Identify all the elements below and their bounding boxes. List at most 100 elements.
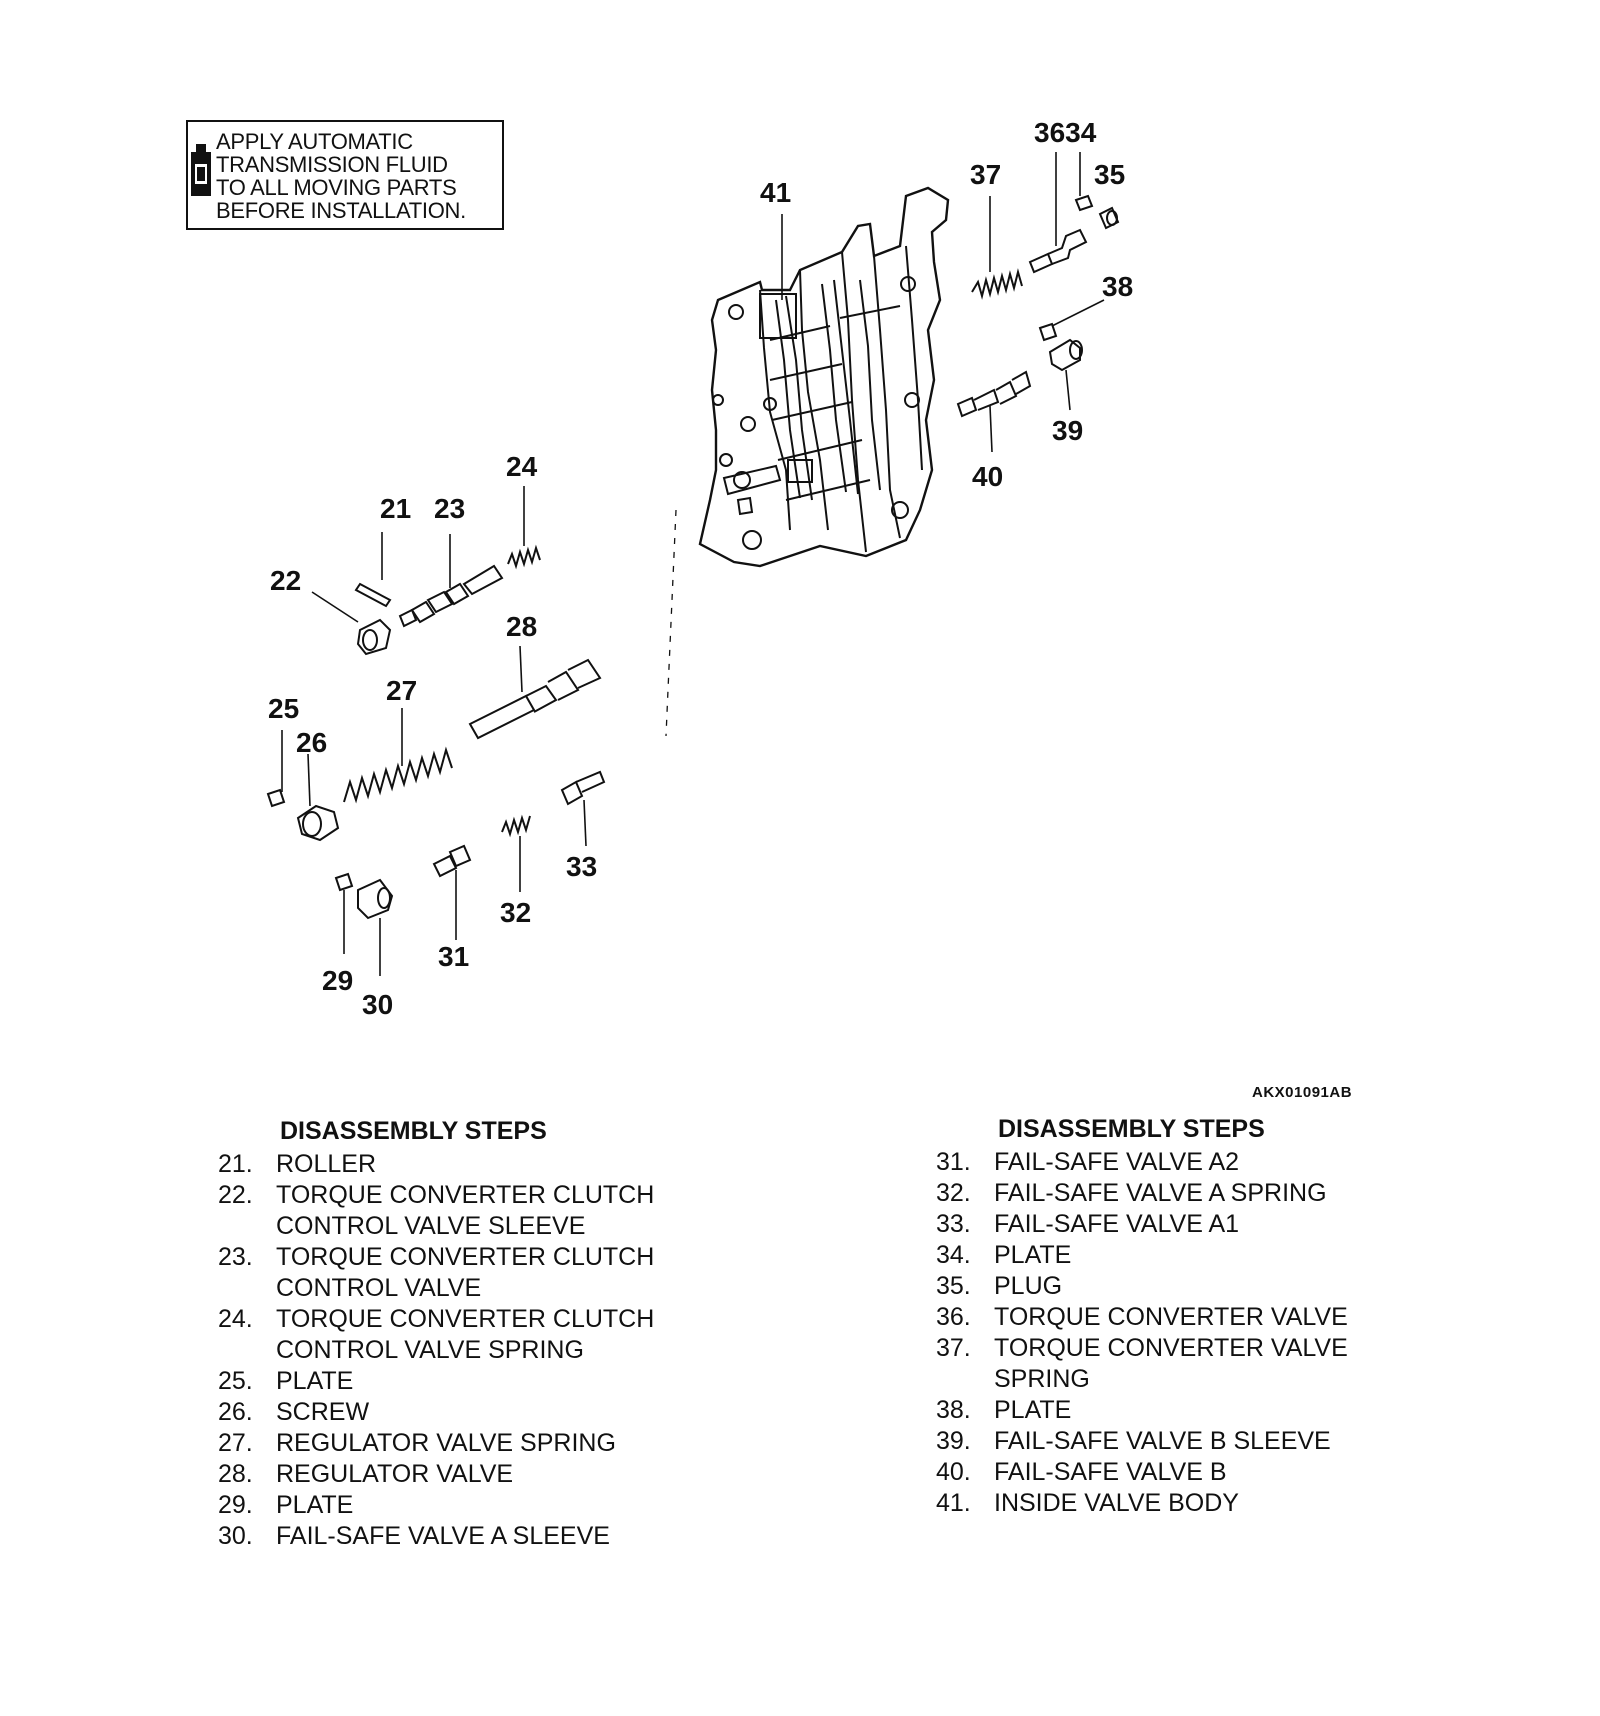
step-text: FAIL-SAFE VALVE B SLEEVE [994,1427,1331,1455]
step-number: 31. [936,1148,971,1176]
step-number: 35. [936,1272,971,1300]
step-text: TORQUE CONVERTER CLUTCH CONTROL VALVE SL… [276,1181,655,1240]
tcc-control-valve-sleeve [311,591,392,656]
disassembly-steps-right: DISASSEMBLY STEPS 31.FAIL-SAFE VALVE A2 … [936,1114,1348,1519]
step-number: 36. [936,1303,971,1331]
step-text: TORQUE CONVERTER CLUTCH CONTROL VALVE SP… [276,1305,655,1364]
step-text: INSIDE VALVE BODY [994,1489,1239,1517]
step-text: PLATE [994,1241,1072,1269]
steps-heading: DISASSEMBLY STEPS [998,1115,1265,1143]
callout-37: 37 [970,159,1001,190]
notice-line: TO ALL MOVING PARTS [216,175,457,200]
step-text: FAIL-SAFE VALVE A SLEEVE [276,1522,610,1550]
fail-safe-valve-a-spring [501,814,531,892]
list-item: 21. ROLLER [218,1149,654,1180]
list-item: 30. FAIL-SAFE VALVE A SLEEVE [218,1521,654,1552]
plate-29 [334,872,354,954]
step-text: REGULATOR VALVE SPRING [276,1429,616,1457]
plate-38 [1038,299,1105,342]
step-number: 22. [218,1181,253,1209]
callout-35: 35 [1094,159,1125,190]
step-text: ROLLER [276,1150,377,1178]
torque-converter-valve-spring [971,196,1023,300]
step-number: 23. [218,1243,253,1271]
callout-33: 33 [566,851,597,882]
list-item: 36. TORQUE CONVERTER VALVE [936,1302,1348,1333]
step-number: 25. [218,1367,253,1395]
step-number: 29. [218,1491,253,1519]
list-item: 41. INSIDE VALVE BODY [936,1488,1348,1519]
callout-26: 26 [296,727,327,758]
callout-38: 38 [1102,271,1133,302]
list-item: 26. SCREW [218,1397,654,1428]
callout-30: 30 [362,989,393,1020]
fluid-bottle-icon [191,144,211,196]
callout-40: 40 [972,461,1003,492]
callout-23: 23 [434,493,465,524]
disassembly-steps-left: DISASSEMBLY STEPS 21. ROLLER 22. TORQUE CO… [218,1116,654,1552]
tcc-control-valve [398,534,504,628]
step-number: 30. [218,1522,253,1550]
callout-29: 29 [322,965,353,996]
figure-id: AKX01091AB [1252,1084,1353,1101]
step-text: REGULATOR VALVE [276,1460,514,1488]
list-item: 32. FAIL-SAFE VALVE A SPRING [936,1178,1348,1209]
step-number: 33. [936,1210,971,1238]
step-text: FAIL-SAFE VALVE A SPRING [994,1179,1327,1207]
step-number: 24. [218,1305,253,1333]
list-item: 34. PLATE [936,1240,1348,1271]
step-text: PLATE [276,1491,354,1519]
torque-converter-valve [1028,152,1088,274]
step-text: TORQUE CONVERTER CLUTCH CONTROL VALVE [276,1243,655,1302]
list-item: 28. REGULATOR VALVE [218,1459,654,1490]
inside-valve-body [698,186,950,568]
callout-28: 28 [506,611,537,642]
step-number: 21. [218,1150,253,1178]
notice-line: APPLY AUTOMATIC [216,129,413,154]
step-number: 37. [936,1334,971,1362]
list-item: 27. REGULATOR VALVE SPRING [218,1428,654,1459]
step-text: PLATE [276,1367,354,1395]
callout-27: 27 [386,675,417,706]
fail-safe-valve-a2 [432,844,472,940]
step-text: FAIL-SAFE VALVE B [994,1458,1227,1486]
step-number: 26. [218,1398,253,1426]
fail-safe-valve-a1 [560,770,606,847]
callout-22: 22 [270,565,301,596]
step-text: SCREW [276,1398,370,1426]
step-number: 28. [218,1460,253,1488]
list-item: 40.FAIL-SAFE VALVE B [936,1457,1348,1488]
callout-3634: 3634 [1034,117,1097,148]
callout-32: 32 [500,897,531,928]
screw-26 [296,753,340,842]
list-item: 39.FAIL-SAFE VALVE B SLEEVE [936,1426,1348,1457]
step-number: 27. [218,1429,253,1457]
step-text: TORQUE CONVERTER VALVE [994,1303,1348,1331]
notice-text: APPLY AUTOMATIC TRANSMISSION FLUID TO AL… [216,130,466,222]
step-number: 32. [936,1179,971,1207]
step-number: 34. [936,1241,971,1269]
callout-41: 41 [760,177,791,208]
step-text: FAIL-SAFE VALVE A2 [994,1148,1240,1176]
plug-35 [1098,206,1120,230]
steps-heading: DISASSEMBLY STEPS [280,1117,547,1145]
list-item: 22. TORQUE CONVERTER CLUTCH CONTROL VALVE… [218,1180,654,1242]
step-text: PLATE [994,1396,1072,1424]
callout-39: 39 [1052,415,1083,446]
roller-21 [354,532,392,608]
step-text: PLUG [994,1272,1063,1300]
notice-line: BEFORE INSTALLATION. [216,198,466,223]
callout-25: 25 [268,693,299,724]
list-item: 23. TORQUE CONVERTER CLUTCH CONTROL VALVE [218,1242,654,1304]
step-number: 41. [936,1489,971,1517]
fail-safe-valve-b [956,370,1032,453]
regulator-valve-spring [343,708,453,804]
fail-safe-valve-b-sleeve [1048,338,1083,411]
list-item: 29. PLATE [218,1490,654,1521]
list-item: 37.TORQUE CONVERTER VALVE SPRING [936,1333,1348,1395]
list-item: 38.PLATE [936,1395,1348,1426]
notice-line: TRANSMISSION FLUID [216,152,448,177]
callout-31: 31 [438,941,469,972]
list-item: 35. PLUG [936,1271,1348,1302]
